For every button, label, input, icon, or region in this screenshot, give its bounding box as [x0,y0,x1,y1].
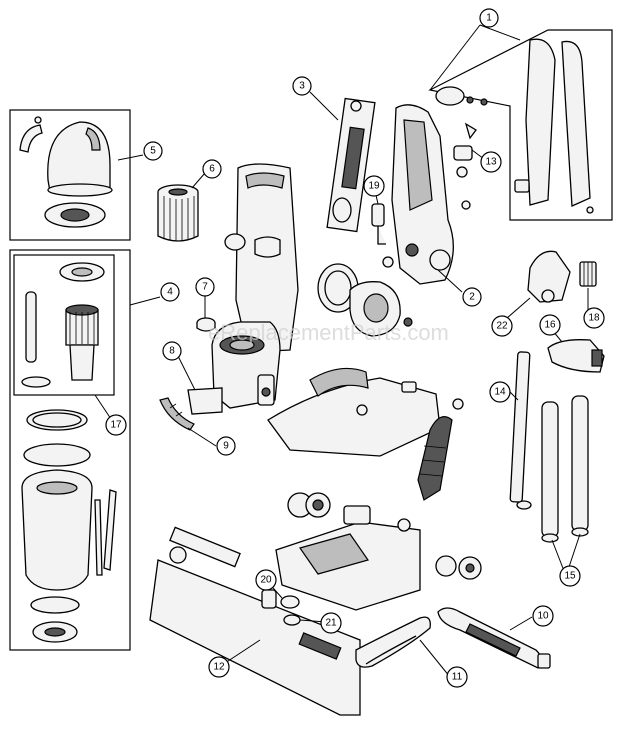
svg-text:17: 17 [110,420,122,431]
callout-22: 22 [491,315,513,337]
motor-housing[interactable] [211,321,281,409]
svg-text:5: 5 [150,146,156,157]
part-12-base-plate[interactable] [149,526,361,716]
part-17-filter-set[interactable] [21,262,105,388]
svg-text:11: 11 [452,672,463,683]
callout-13: 13 [480,151,502,173]
svg-text:16: 16 [544,320,556,331]
part-16-nozzle[interactable] [547,339,605,373]
callout-1: 1 [479,8,499,28]
callout-19: 19 [363,175,385,197]
part-2-rear-housing[interactable] [382,104,471,285]
callout-11: 11 [446,666,468,688]
part-11-belt[interactable] [355,616,431,668]
callout-3: 3 [292,76,312,96]
svg-text:1: 1 [486,13,492,24]
part-20-bearing[interactable] [280,595,300,609]
flexible-hose[interactable] [417,416,453,501]
callout-6: 6 [202,159,222,179]
part-3-strip[interactable] [326,97,376,233]
part-17-box [13,254,115,396]
part-15-extension-wands[interactable] [541,395,589,543]
callout-16: 16 [539,314,561,336]
part-5-dirt-cup-lid[interactable] [19,116,113,228]
callout-18: 18 [583,307,605,329]
svg-text:14: 14 [494,387,506,398]
part-22-caster[interactable] [527,250,571,303]
svg-text:19: 19 [368,181,380,192]
svg-text:6: 6 [209,164,215,175]
svg-text:18: 18 [588,313,600,324]
part-9-clip[interactable] [159,397,195,431]
part-5-box [9,109,131,241]
callout-9: 9 [216,436,236,456]
motor-assembly[interactable] [317,263,413,337]
svg-text:10: 10 [537,611,549,622]
svg-text:15: 15 [564,571,576,582]
callout-15: 15 [559,565,581,587]
part-1-handle[interactable] [435,38,594,214]
svg-text:7: 7 [202,282,208,293]
part-1-box [428,29,613,221]
callout-4: 4 [160,282,180,302]
part-21-end-cap[interactable] [283,614,301,626]
svg-text:8: 8 [169,346,175,357]
callout-12: 12 [208,656,230,678]
svg-text:4: 4 [167,287,173,298]
callout-20: 20 [255,569,277,591]
svg-text:21: 21 [325,618,337,629]
part-4-dirt-cup[interactable] [21,409,117,643]
svg-text:9: 9 [223,441,229,452]
rear-wheel-left[interactable] [287,492,331,518]
callout-17: 17 [105,414,127,436]
svg-text:13: 13 [485,157,497,168]
callout-2: 2 [462,287,482,307]
callout-8: 8 [162,341,182,361]
svg-text:22: 22 [496,321,508,332]
part-8-door[interactable] [187,387,223,415]
part-19-latch[interactable] [371,203,386,245]
part-18-brush[interactable] [579,261,597,287]
callout-10: 10 [532,605,554,627]
part-13-gear[interactable] [453,122,477,161]
callout-5: 5 [143,141,163,161]
callout-14: 14 [489,381,511,403]
callout-7: 7 [195,277,215,297]
svg-text:12: 12 [213,662,225,673]
svg-text:20: 20 [260,575,272,586]
part-14-wand[interactable] [509,351,532,510]
svg-text:2: 2 [469,292,475,303]
rear-wheel-right[interactable] [435,555,482,580]
part-6-filter[interactable] [157,184,199,242]
watermark-text: eReplacementParts.com [208,320,449,345]
nozzle-base-lower[interactable] [275,505,421,611]
part-10-brushroll[interactable] [437,607,551,669]
callout-21: 21 [320,612,342,634]
part-7-pad[interactable] [196,317,216,332]
part-4-box [9,249,131,651]
svg-text:3: 3 [299,81,305,92]
